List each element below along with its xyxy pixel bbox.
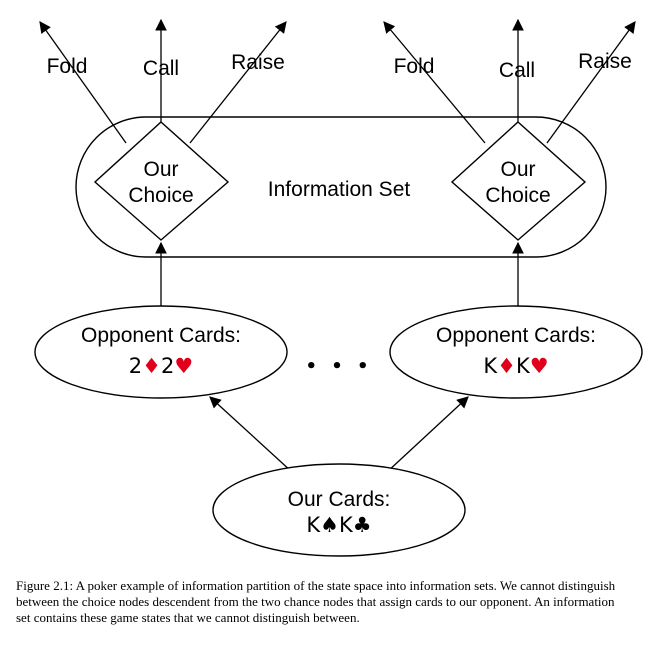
opponent-cards-node-right bbox=[389, 305, 643, 399]
fold-arrow-right bbox=[383, 21, 486, 144]
information-set-label: Information Set bbox=[268, 178, 411, 201]
more-nodes-ellipsis: • • • bbox=[305, 356, 372, 377]
choice-node-left bbox=[93, 121, 230, 241]
poker-information-set-diagram: Fold Call Raise Fold Call Raise Our Choi… bbox=[34, 18, 643, 557]
raise-label-left: Raise bbox=[231, 51, 285, 74]
opponent-cards-hand-right: K♦K♥ bbox=[483, 354, 548, 378]
raise-arrow-right bbox=[546, 21, 636, 144]
raise-label-right: Raise bbox=[578, 50, 632, 73]
fold-label-left: Fold bbox=[47, 55, 88, 78]
our-cards-node bbox=[212, 463, 466, 557]
opponent-cards-node-left bbox=[34, 305, 288, 399]
call-label-left: Call bbox=[143, 57, 179, 80]
arrow-ours-to-opp-left bbox=[209, 396, 293, 473]
opponent-cards-title-left: Opponent Cards: bbox=[81, 324, 241, 347]
fold-arrow-left bbox=[39, 21, 127, 144]
choice-label-right-line1: Our bbox=[500, 158, 535, 181]
call-label-right: Call bbox=[499, 59, 535, 82]
information-set-region bbox=[75, 116, 607, 258]
choice-node-right bbox=[450, 121, 587, 241]
choice-label-right-line2: Choice bbox=[485, 184, 550, 207]
figure-caption: Figure 2.1: A poker example of informati… bbox=[16, 578, 616, 625]
our-cards-title: Our Cards: bbox=[288, 488, 391, 511]
opponent-cards-hand-left: 2♦2♥ bbox=[129, 354, 193, 378]
choice-label-left-line2: Choice bbox=[128, 184, 193, 207]
opponent-cards-title-right: Opponent Cards: bbox=[436, 324, 596, 347]
raise-arrow-left bbox=[189, 21, 287, 144]
arrow-ours-to-opp-right bbox=[386, 396, 469, 473]
our-cards-hand: K♠K♣ bbox=[306, 513, 371, 537]
fold-label-right: Fold bbox=[394, 55, 435, 78]
choice-label-left-line1: Our bbox=[143, 158, 178, 181]
